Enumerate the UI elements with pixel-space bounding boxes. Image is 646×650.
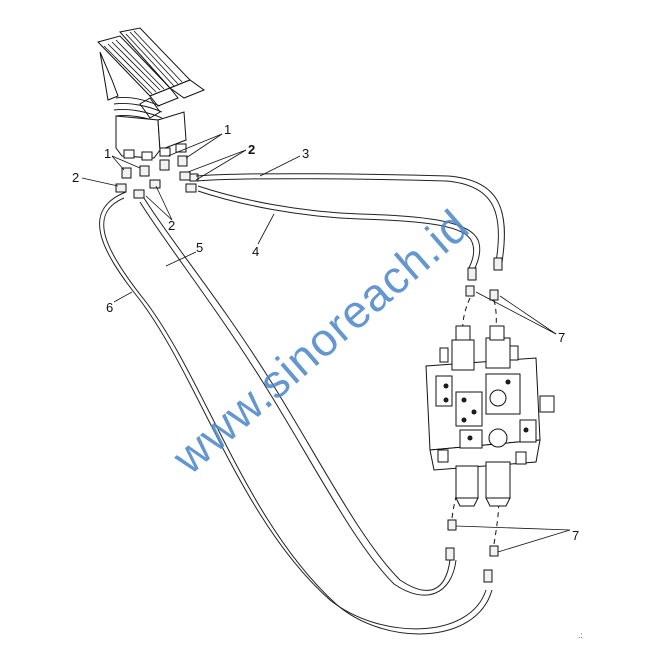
callout-6: 6	[106, 300, 113, 315]
hose-5	[139, 197, 457, 596]
callout-7-upper: 7	[558, 330, 565, 345]
corner-mark: .:	[578, 631, 582, 640]
callout-3: 3	[302, 146, 309, 161]
pedal-fittings	[115, 155, 199, 199]
callout-1-top: 1	[224, 122, 231, 137]
callout-2-top: 2	[248, 142, 255, 157]
callout-7-lower: 7	[572, 528, 579, 543]
control-valve	[425, 325, 555, 507]
leader-lines	[81, 133, 571, 553]
foot-pedal-assembly	[97, 27, 206, 161]
callout-1-left: 1	[104, 146, 111, 161]
lower-hose-ends	[445, 519, 499, 583]
callout-5: 5	[196, 240, 203, 255]
callout-2-left: 2	[72, 170, 79, 185]
callout-2-mid: 2	[168, 218, 175, 233]
hose-4	[197, 185, 481, 271]
upper-hose-ends	[465, 257, 503, 301]
hose-3	[195, 173, 505, 263]
hose-6	[99, 191, 493, 635]
callout-4: 4	[252, 244, 259, 259]
